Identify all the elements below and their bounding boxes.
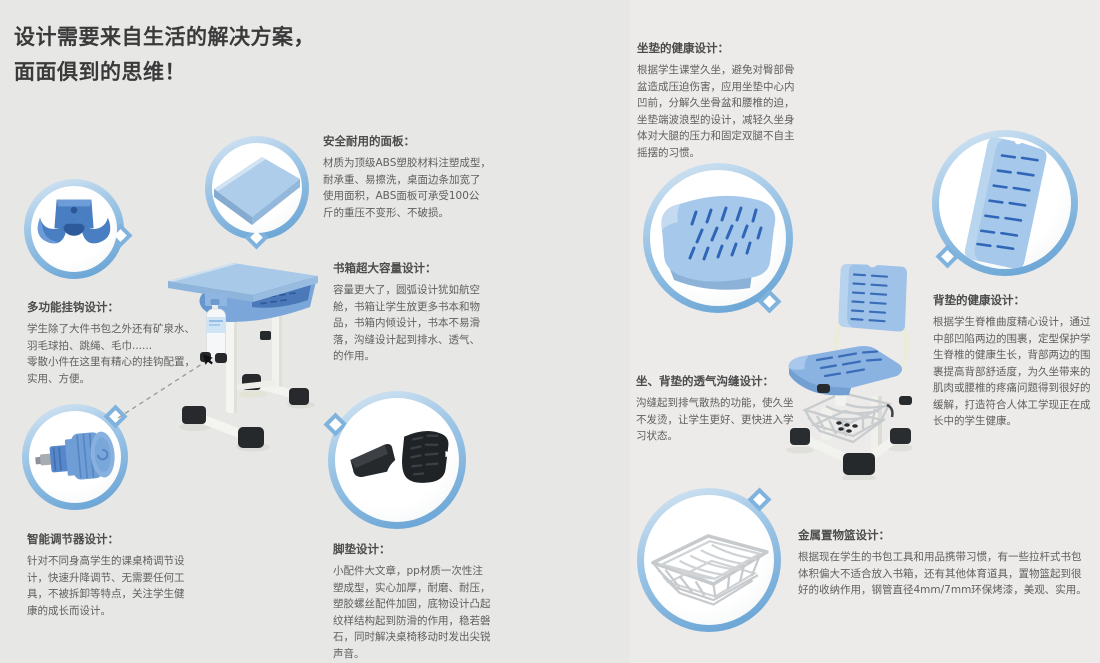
section-bookbox-body: 容量更大了，圆弧设计犹如航空 舱，书箱让学生放更多书本和物 品，书箱内倾设计，书… <box>333 284 480 362</box>
hook-icon <box>37 199 111 244</box>
section-groove-body: 沟缝起到排气散热的功能，使久坐 不发烫，让学生更好、更快进入学 习状态。 <box>636 397 794 442</box>
section-basket: 金属置物篮设计： 根据现在学生的书包工具和用品携带习惯，有一些拉杆式书包 体积偏… <box>798 527 1100 599</box>
adjuster-bubble <box>22 404 128 510</box>
seat-bubble <box>643 163 793 314</box>
desk-illustration <box>168 263 318 452</box>
footpad-bubble <box>323 391 466 529</box>
section-footpad: 脚垫设计： 小配件大文章，pp材质一次性注 塑成型，实心加厚，耐磨、耐压， 塑胶… <box>333 541 523 662</box>
section-back-body: 根据学生脊椎曲度精心设计，通过 中部凹陷两边的围裹，定型保护学 生脊椎的健康生长… <box>933 316 1091 427</box>
section-adjuster-heading: 智能调节器设计： <box>27 532 119 546</box>
section-footpad-body: 小配件大文章，pp材质一次性注 塑成型，实心加厚，耐磨、耐压， 塑胶螺丝配件加固… <box>333 565 491 660</box>
hook-bubble <box>24 179 133 279</box>
section-footpad-heading: 脚垫设计： <box>333 542 391 556</box>
section-groove-heading: 坐、背垫的透气沟缝设计： <box>636 374 774 388</box>
section-back-heading: 背垫的健康设计： <box>933 293 1025 307</box>
section-basket-body: 根据现在学生的书包工具和用品携带习惯，有一些拉杆式书包 体积偏大不适合放入书箱，… <box>798 551 1087 596</box>
cursor-icon <box>203 354 213 365</box>
backrest-bubble <box>932 130 1078 276</box>
pointer-line <box>117 354 213 419</box>
section-hook-body: 学生除了大件书包之外还有矿泉水、 羽毛球拍、跳绳、毛巾...... 零散小件在这… <box>27 323 195 385</box>
tabletop-icon <box>214 157 300 225</box>
wire-basket-icon <box>651 534 769 606</box>
section-panel-body: 材质为顶级ABS塑胶材料注塑成型， 耐承重、易擦洗，桌面边条加宽了 使用面积，A… <box>323 157 491 219</box>
backrest-icon <box>964 137 1047 269</box>
seat-cushion-icon <box>661 195 776 290</box>
section-basket-heading: 金属置物篮设计： <box>798 528 890 542</box>
page-title: 设计需要来自生活的解决方案， 面面俱到的思维！ <box>14 25 315 84</box>
background-left <box>0 0 630 663</box>
section-adjuster: 智能调节器设计： 针对不同身高学生的课桌椅调节设 计，快速升降调节、无需要任何工… <box>27 531 227 619</box>
tabletop-bubble <box>205 136 309 250</box>
section-panel: 安全耐用的面板： 材质为顶级ABS塑胶材料注塑成型， 耐承重、易擦洗，桌面边条加… <box>323 133 513 221</box>
section-bookbox: 书箱超大容量设计： 容量更大了，圆弧设计犹如航空 舱，书箱让学生放更多书本和物 … <box>333 260 523 365</box>
chair-illustration <box>786 264 913 480</box>
section-adjuster-body: 针对不同身高学生的课桌椅调节设 计，快速升降调节、无需要任何工 具，不被拆卸等特… <box>27 555 185 617</box>
basket-bubble <box>637 487 781 632</box>
footpad-icon <box>350 430 453 483</box>
section-groove: 坐、背垫的透气沟缝设计： 沟缝起到排气散热的功能，使久坐 不发烫，让学生更好、更… <box>636 373 826 445</box>
section-bookbox-heading: 书箱超大容量设计： <box>333 261 437 275</box>
section-panel-heading: 安全耐用的面板： <box>323 134 415 148</box>
section-back: 背垫的健康设计： 根据学生脊椎曲度精心设计，通过 中部凹陷两边的围裹，定型保护学… <box>933 292 1100 430</box>
section-hook-heading: 多功能挂钩设计： <box>27 300 119 314</box>
section-hook: 多功能挂钩设计： 学生除了大件书包之外还有矿泉水、 羽毛球拍、跳绳、毛巾....… <box>27 299 227 387</box>
section-seat-body: 根据学生课堂久坐，避免对臀部骨 盆造成压迫伤害，应用坐垫中心内 凹前，分解久坐骨… <box>637 64 795 159</box>
section-seat: 坐垫的健康设计： 根据学生课堂久坐，避免对臀部骨 盆造成压迫伤害，应用坐垫中心内… <box>637 40 827 161</box>
section-seat-heading: 坐垫的健康设计： <box>637 41 729 55</box>
adjuster-knob-icon <box>35 431 115 480</box>
